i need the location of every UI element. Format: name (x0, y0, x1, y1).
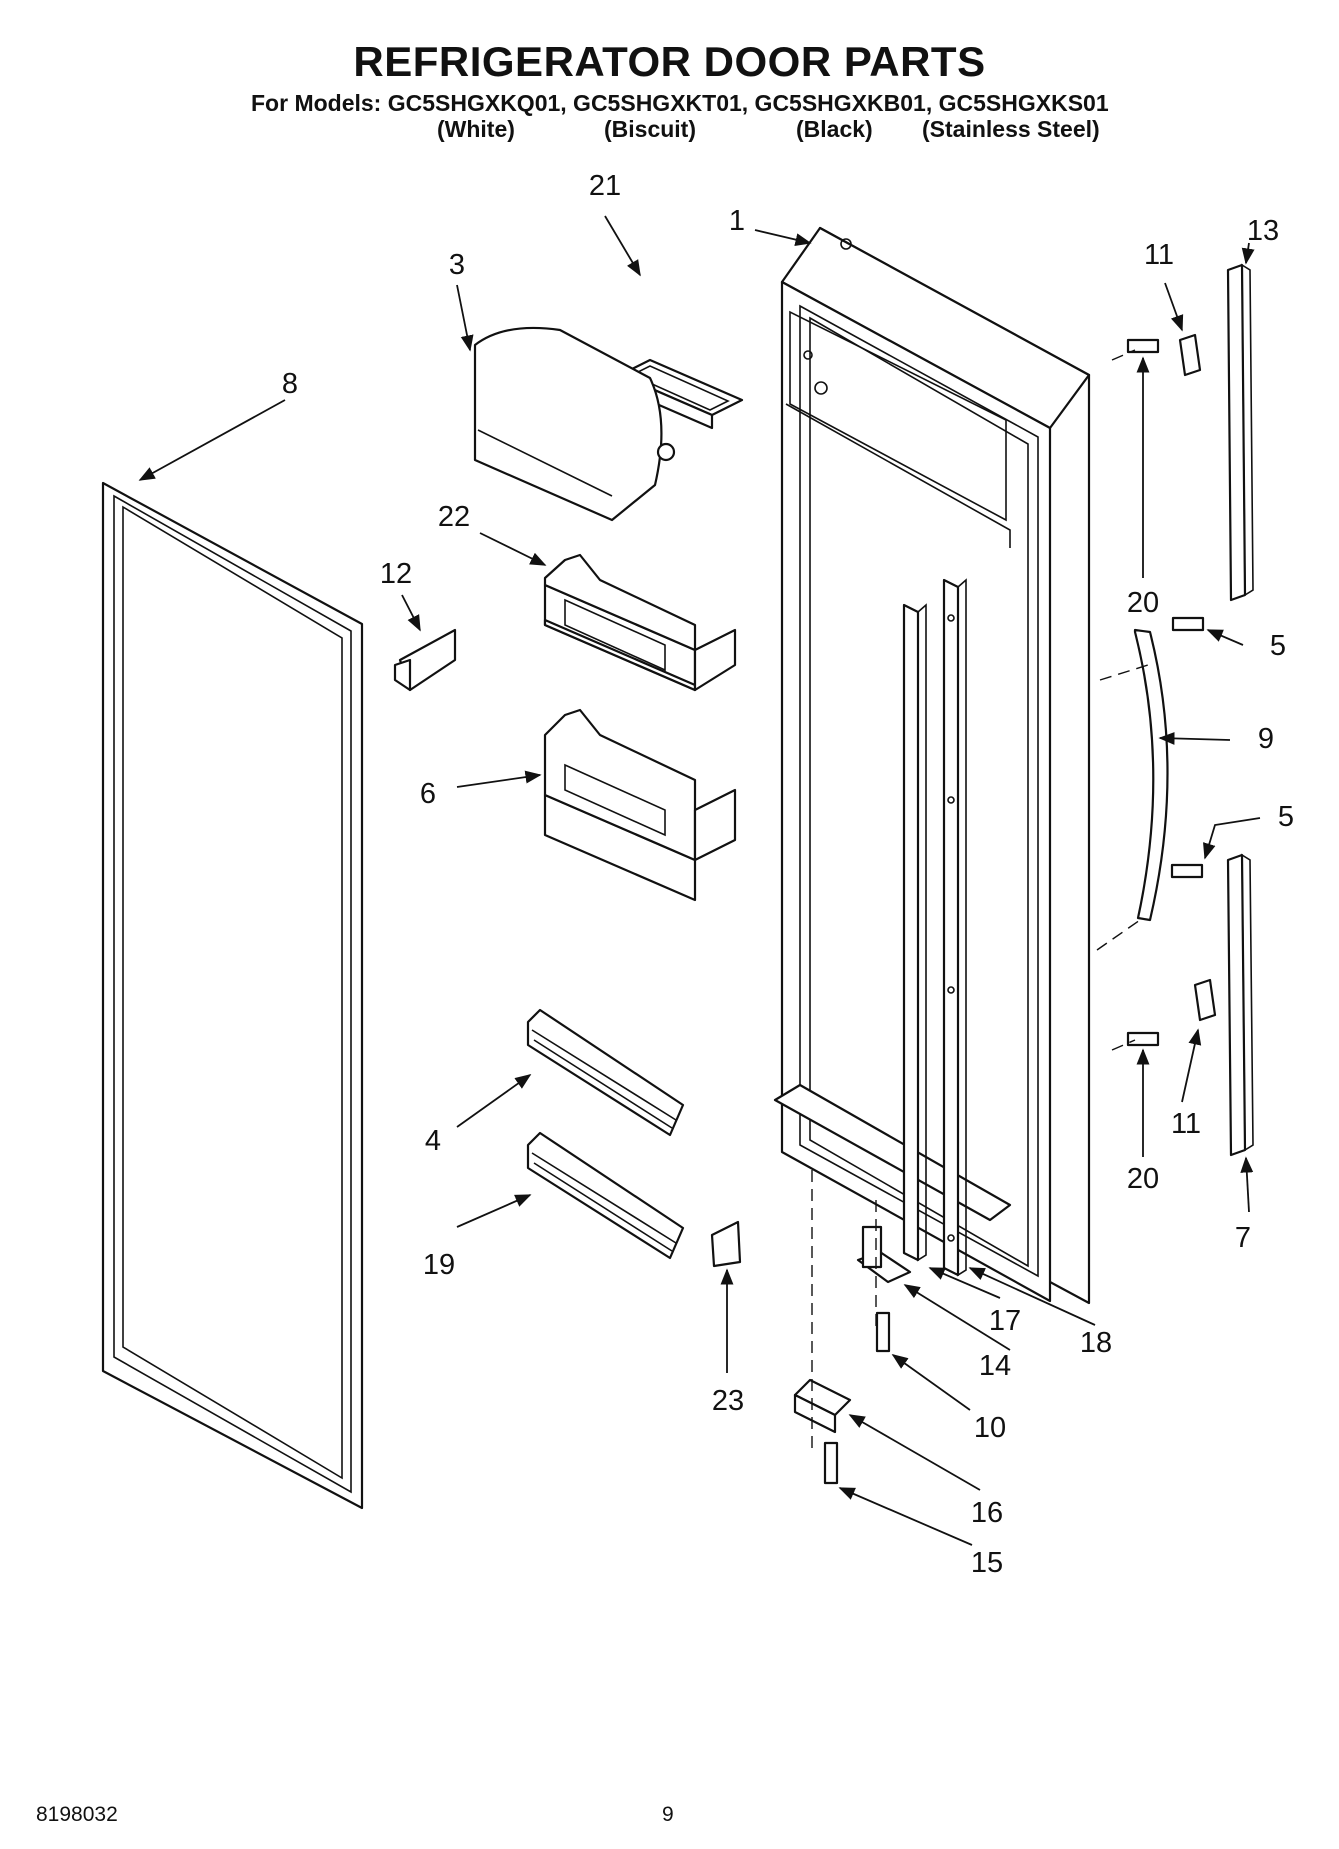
door-trim-lower-part (1226, 853, 1254, 1157)
callout-21: 21 (589, 170, 621, 202)
hinge-pin-part (856, 1225, 912, 1284)
document-number: 8198032 (36, 1803, 118, 1826)
door-bin-lower-part (543, 708, 737, 902)
callout-8: 8 (282, 368, 298, 400)
page-title: REFRIGERATOR DOOR PARTS (353, 38, 986, 85)
callout-16: 16 (971, 1497, 1003, 1529)
trim-clip-lower-part (1193, 978, 1217, 1022)
bin-clip-part (393, 628, 457, 692)
dairy-door-part (473, 326, 676, 522)
callout-9: 9 (1258, 723, 1274, 755)
finish-stainless-steel: (Stainless Steel) (922, 116, 1100, 142)
shelf-trim-lower-part (526, 1131, 685, 1260)
finish-white: (White) (437, 116, 515, 142)
callout-19: 19 (423, 1249, 455, 1281)
models-line: For Models: GC5SHGXKQ01, GC5SHGXKT01, GC… (251, 90, 1109, 116)
callout-7: 7 (1235, 1222, 1251, 1254)
trim-screw-upper-part (1126, 338, 1160, 354)
callout-18: 18 (1080, 1327, 1112, 1359)
finish-black: (Black) (796, 116, 873, 142)
callout-1: 1 (729, 205, 745, 237)
trim-screw-lower-part (1126, 1031, 1160, 1047)
shelf-rail-left-part (902, 603, 927, 1262)
callout-12: 12 (380, 558, 412, 590)
callout-13: 13 (1247, 215, 1279, 247)
door-liner-part (773, 226, 1091, 1305)
shelf-trim-upper-part (526, 1008, 685, 1137)
hinge-screw-part (875, 1311, 891, 1353)
callout-23: 23 (712, 1385, 744, 1417)
door-bin-upper-part (543, 553, 737, 692)
handle-screw-upper-part (1171, 616, 1205, 632)
callout-5-upper: 5 (1270, 630, 1286, 662)
finish-biscuit: (Biscuit) (604, 116, 696, 142)
callout-5-lower: 5 (1278, 801, 1294, 833)
shelf-rail-right-part (942, 578, 967, 1277)
callout-20-upper: 20 (1127, 587, 1159, 619)
callout-22: 22 (438, 501, 470, 533)
page-number: 9 (662, 1803, 674, 1826)
door-trim-upper-part (1226, 263, 1254, 602)
callout-11-lower: 11 (1171, 1108, 1201, 1140)
callout-4: 4 (425, 1125, 441, 1157)
door-gasket-part (101, 481, 364, 1510)
door-handle-part (1133, 628, 1169, 922)
trim-clip-upper-part (1178, 333, 1202, 377)
callout-3: 3 (449, 249, 465, 281)
callout-11-upper: 11 (1144, 239, 1174, 271)
callout-14: 14 (979, 1350, 1011, 1382)
callout-15: 15 (971, 1547, 1003, 1579)
door-stop-clip-part (710, 1220, 742, 1268)
callout-17: 17 (989, 1305, 1021, 1337)
callout-6: 6 (420, 778, 436, 810)
hinge-bracket-part (793, 1378, 852, 1434)
handle-screw-lower-part (1170, 863, 1204, 879)
callout-10: 10 (974, 1412, 1006, 1444)
callout-20-lower: 20 (1127, 1163, 1159, 1195)
hinge-bracket-screw-part (823, 1441, 839, 1485)
